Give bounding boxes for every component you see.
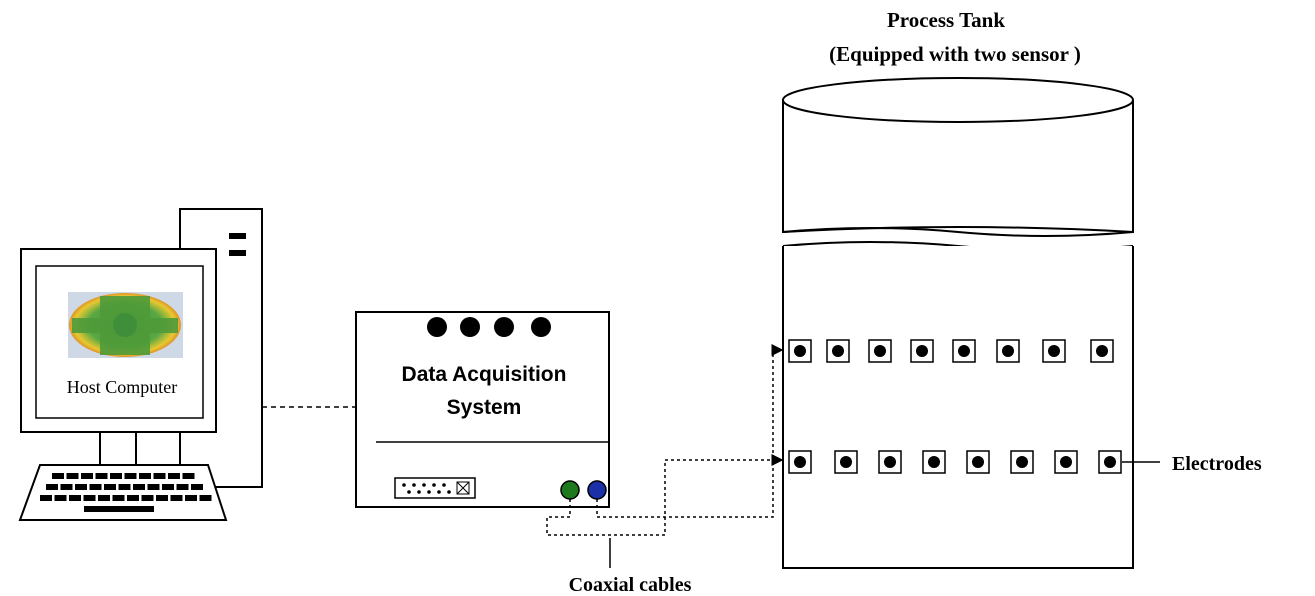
- keyboard-key: [46, 484, 58, 490]
- keyboard-key: [66, 473, 79, 479]
- port-pin: [437, 490, 441, 494]
- daq-label-line1: Data Acquisition: [402, 363, 567, 386]
- port-pin: [422, 483, 426, 487]
- electrode-dot: [884, 456, 896, 468]
- electrode-dot: [1002, 345, 1014, 357]
- keyboard-key: [168, 473, 180, 479]
- tank-lower-wall: [782, 246, 1134, 569]
- keyboard-key: [176, 484, 189, 490]
- keyboard-key: [54, 495, 67, 501]
- keyboard-key: [95, 473, 108, 479]
- keyboard-key: [133, 484, 145, 490]
- electrode-dot: [1048, 345, 1060, 357]
- electrode-dot: [1096, 345, 1108, 357]
- keyboard-key: [110, 473, 122, 479]
- keyboard-key: [40, 495, 52, 501]
- electrode-dot: [972, 456, 984, 468]
- keyboard-key: [112, 495, 125, 501]
- keyboard-keys: [40, 473, 212, 512]
- electrode-dot: [794, 345, 806, 357]
- keyboard-key: [52, 473, 64, 479]
- keyboard-key: [139, 473, 151, 479]
- electrode-dot: [958, 345, 970, 357]
- keyboard-key: [98, 495, 110, 501]
- keyboard-key: [170, 495, 183, 501]
- port-pin: [442, 483, 446, 487]
- electrode-dot: [794, 456, 806, 468]
- daq-knob-3: [494, 317, 514, 337]
- daq-knob-1: [427, 317, 447, 337]
- port-pin: [427, 490, 431, 494]
- cable-bottom-ring: [546, 454, 784, 536]
- coaxial-cables-label: Coaxial cables: [569, 574, 692, 596]
- coax-connector-green: [560, 480, 580, 500]
- electrodes-label: Electrodes: [1172, 453, 1262, 475]
- keyboard-key: [104, 484, 116, 490]
- keyboard-key: [162, 484, 174, 490]
- daq-serial-port: [394, 477, 476, 499]
- electrode-dot: [916, 345, 928, 357]
- daq-knob-4: [531, 317, 551, 337]
- keyboard-key: [75, 484, 87, 490]
- port-pin: [412, 483, 416, 487]
- tank-break-upper: [782, 227, 1134, 237]
- keyboard-key: [182, 473, 195, 479]
- keyboard-key: [147, 484, 160, 490]
- keyboard-key: [199, 495, 212, 501]
- electrode-dot: [840, 456, 852, 468]
- keyboard-key: [153, 473, 166, 479]
- tomography-image: [68, 292, 183, 358]
- keyboard-key: [118, 484, 131, 490]
- electrode-dot: [928, 456, 940, 468]
- cable-top-ring: [596, 344, 784, 518]
- keyboard-spacebar: [84, 506, 154, 512]
- coaxial-cables: [546, 344, 784, 536]
- tank-top-rim: [782, 77, 1134, 123]
- tank-title: Process Tank: [887, 8, 1005, 32]
- electrode-dot: [1104, 456, 1116, 468]
- daq-knob-2: [460, 317, 480, 337]
- electrode-ring-top: [788, 339, 1114, 363]
- electrode-dot: [874, 345, 886, 357]
- process-tank: Process Tank (Equipped with two sensor )…: [782, 8, 1262, 569]
- tank-subtitle: (Equipped with two sensor ): [829, 42, 1081, 66]
- data-acquisition-system: Data Acquisition System: [355, 311, 610, 508]
- daq-box: [355, 311, 610, 508]
- port-pin: [432, 483, 436, 487]
- keyboard-key: [185, 495, 197, 501]
- electrode-ring-bottom: [788, 450, 1122, 474]
- port-pin: [417, 490, 421, 494]
- keyboard-key: [141, 495, 154, 501]
- port-pin: [407, 490, 411, 494]
- keyboard-key: [81, 473, 93, 479]
- keyboard-key: [69, 495, 81, 501]
- daq-label-line2: System: [447, 396, 522, 419]
- coax-connector-blue: [587, 480, 607, 500]
- electrode-dot: [1016, 456, 1028, 468]
- keyboard-key: [60, 484, 73, 490]
- tower-slot-1: [229, 233, 246, 239]
- electrode-dot: [1060, 456, 1072, 468]
- keyboard-key: [89, 484, 102, 490]
- electrode-dot: [832, 345, 844, 357]
- keyboard-key: [127, 495, 139, 501]
- host-computer: Host Computer: [18, 208, 263, 521]
- keyboard-key: [156, 495, 168, 501]
- host-computer-label: Host Computer: [67, 377, 178, 397]
- port-pin: [447, 490, 451, 494]
- tower-slot-2: [229, 250, 246, 256]
- port-pin: [402, 483, 406, 487]
- keyboard-key: [191, 484, 203, 490]
- keyboard-key: [124, 473, 137, 479]
- keyboard-key: [83, 495, 96, 501]
